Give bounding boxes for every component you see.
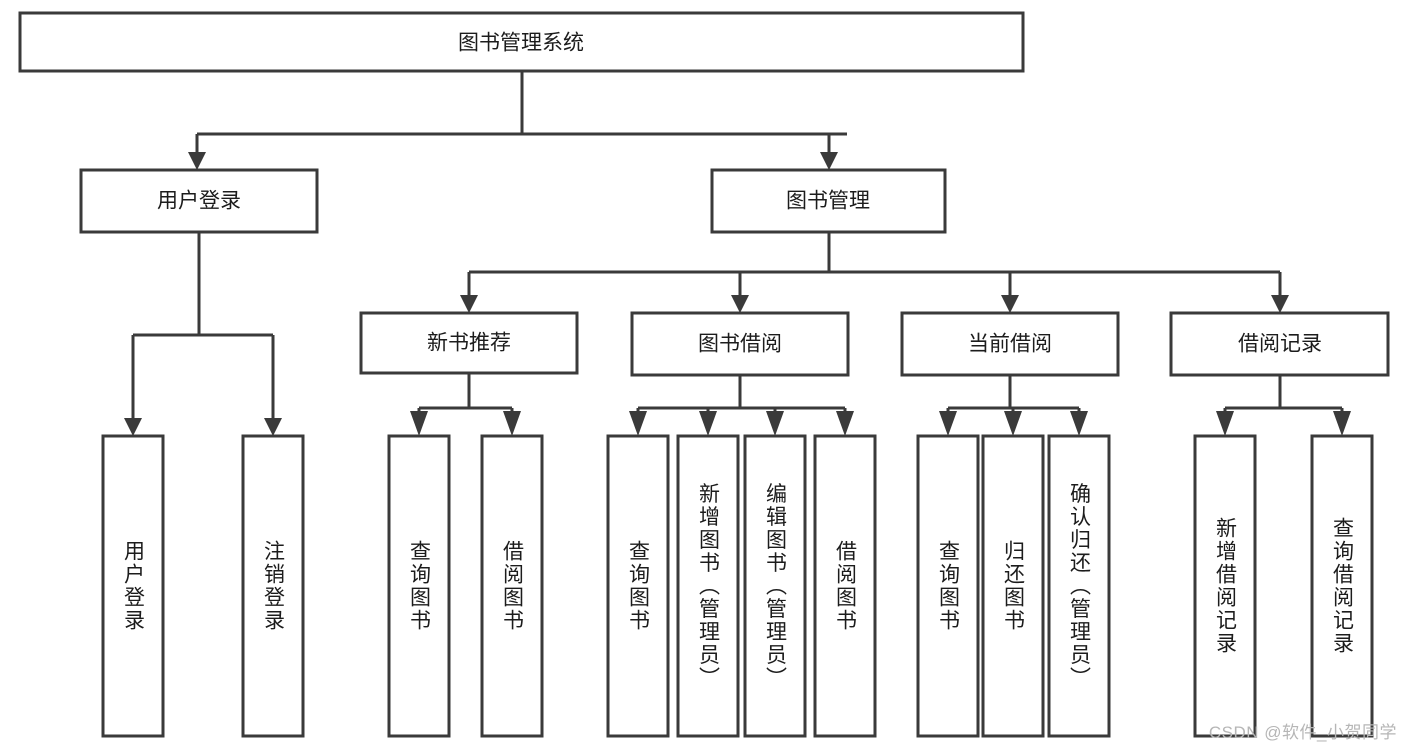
node-borrow-record[interactable]: 借阅记录 [1169,311,1390,377]
node-label-book-borrow: 图书借阅 [698,333,782,356]
arrow-head-icon [1271,295,1289,313]
node-label-root: 图书管理系统 [458,32,584,55]
arrow-head-icon [939,411,957,436]
arrow-head-icon [1333,411,1351,436]
connector-currentborrow-to-leaves [939,375,1088,436]
node-user-login[interactable]: 用户登录 [79,168,319,234]
arrow-head-icon [460,295,478,313]
arrow-head-icon [731,295,749,313]
leaf-user-login-logout[interactable]: 注销登录 [241,434,305,738]
arrow-head-icon [699,411,717,436]
arrow-head-icon [629,411,647,436]
node-new-book-recommend[interactable]: 新书推荐 [359,311,579,375]
leaf-label-currentborrow-return: 归还图书 [1002,540,1026,632]
leaf-bookborrow-add[interactable]: 新增图书（管理员） [676,434,740,738]
connector-userlogin-to-leaves [124,232,282,436]
node-label-borrow-record: 借阅记录 [1238,333,1322,356]
connector-bookmgmt-to-level2 [460,232,1289,313]
arrow-head-icon [124,418,142,436]
arrow-head-icon [503,411,521,436]
leaf-label-bookborrow-query: 查询图书 [627,540,651,632]
arrow-head-icon [820,152,838,170]
connector-newbook-to-leaves [410,373,521,436]
leaf-label-user-login-logout: 注销登录 [262,540,286,632]
leaf-borrowrecord-query[interactable]: 查询借阅记录 [1310,434,1374,738]
node-current-borrow[interactable]: 当前借阅 [900,311,1120,377]
arrow-head-icon [1070,411,1088,436]
leaf-currentborrow-query[interactable]: 查询图书 [916,434,980,738]
leaf-label-borrowrecord-add: 新增借阅记录 [1214,517,1238,655]
arrow-head-icon [188,152,206,170]
node-label-user-login: 用户登录 [157,190,241,213]
leaf-user-login-login[interactable]: 用户登录 [101,434,165,738]
watermark-text: CSDN @软件_小贺同学 [1208,723,1397,742]
arrow-head-icon [836,411,854,436]
leaf-newbook-borrow[interactable]: 借阅图书 [480,434,544,738]
leaf-label-borrowrecord-query: 查询借阅记录 [1331,517,1355,655]
node-label-book-management: 图书管理 [786,190,870,213]
leaf-label-currentborrow-query: 查询图书 [937,540,961,632]
node-book-borrow[interactable]: 图书借阅 [630,311,850,377]
leaf-label-newbook-query: 查询图书 [408,540,432,632]
connector-borrowrecord-to-leaves [1216,375,1351,436]
node-label-current-borrow: 当前借阅 [968,333,1052,356]
leaf-borrowrecord-add[interactable]: 新增借阅记录 [1193,434,1257,738]
node-book-management[interactable]: 图书管理 [710,168,947,234]
connector-bookborrow-to-leaves [629,375,854,436]
leaf-label-bookborrow-borrow: 借阅图书 [834,540,858,632]
arrow-head-icon [1001,295,1019,313]
node-label-new-book-recommend: 新书推荐 [427,332,511,355]
leaf-label-bookborrow-edit: 编辑图书（管理员） [764,483,788,690]
leaf-bookborrow-query[interactable]: 查询图书 [606,434,670,738]
leaf-currentborrow-confirm[interactable]: 确认归还（管理员） [1047,434,1111,738]
arrow-head-icon [410,411,428,436]
arrow-head-icon [1004,411,1022,436]
connector-root-to-level1 [188,71,847,170]
leaf-newbook-query[interactable]: 查询图书 [387,434,451,738]
leaf-label-currentborrow-confirm: 确认归还（管理员） [1068,483,1092,690]
node-root-system[interactable]: 图书管理系统 [18,11,1025,73]
leaf-label-bookborrow-add: 新增图书（管理员） [697,483,721,690]
arrow-head-icon [264,418,282,436]
leaf-bookborrow-edit[interactable]: 编辑图书（管理员） [743,434,807,738]
leaf-label-user-login-login: 用户登录 [122,540,146,632]
leaf-currentborrow-return[interactable]: 归还图书 [981,434,1045,738]
leaf-bookborrow-borrow[interactable]: 借阅图书 [813,434,877,738]
leaf-label-newbook-borrow: 借阅图书 [501,540,525,632]
arrow-head-icon [766,411,784,436]
arrow-head-icon [1216,411,1234,436]
